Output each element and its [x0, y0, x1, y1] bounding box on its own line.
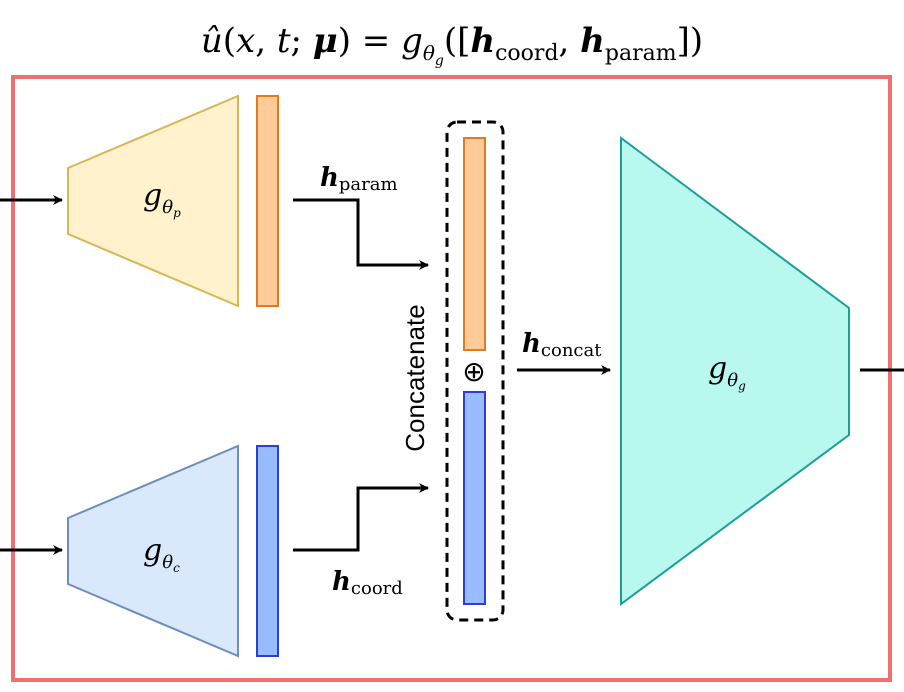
h-param-label: hparam: [320, 163, 398, 195]
concatenate-label: Concatenate: [400, 304, 430, 451]
oplus-symbol: ⊕: [462, 356, 485, 387]
h-coord-label: hcoord: [332, 567, 403, 599]
decoder-label: gθg: [708, 351, 746, 393]
coord-connector-arrow: [293, 483, 429, 552]
h-concat-label: hconcat: [522, 329, 602, 361]
param-encoder-shape: [67, 94, 239, 308]
formula-title: û(x, t; μ) = gθg([hcoord, hparam]): [201, 21, 703, 69]
param-encoder-label: gθp: [143, 178, 181, 220]
concat-vector-box: [445, 120, 505, 622]
coord-encoder-label: gθc: [143, 533, 180, 575]
coord-embedding-bar: [256, 445, 279, 657]
concat-param-bar: [463, 137, 486, 351]
param-connector-arrow: [293, 198, 429, 270]
decoder-shape: [620, 136, 850, 606]
param-embedding-bar: [256, 95, 279, 307]
model-frame: [11, 75, 892, 682]
concat-coord-bar: [463, 391, 486, 605]
coord-encoder-shape: [67, 444, 239, 658]
